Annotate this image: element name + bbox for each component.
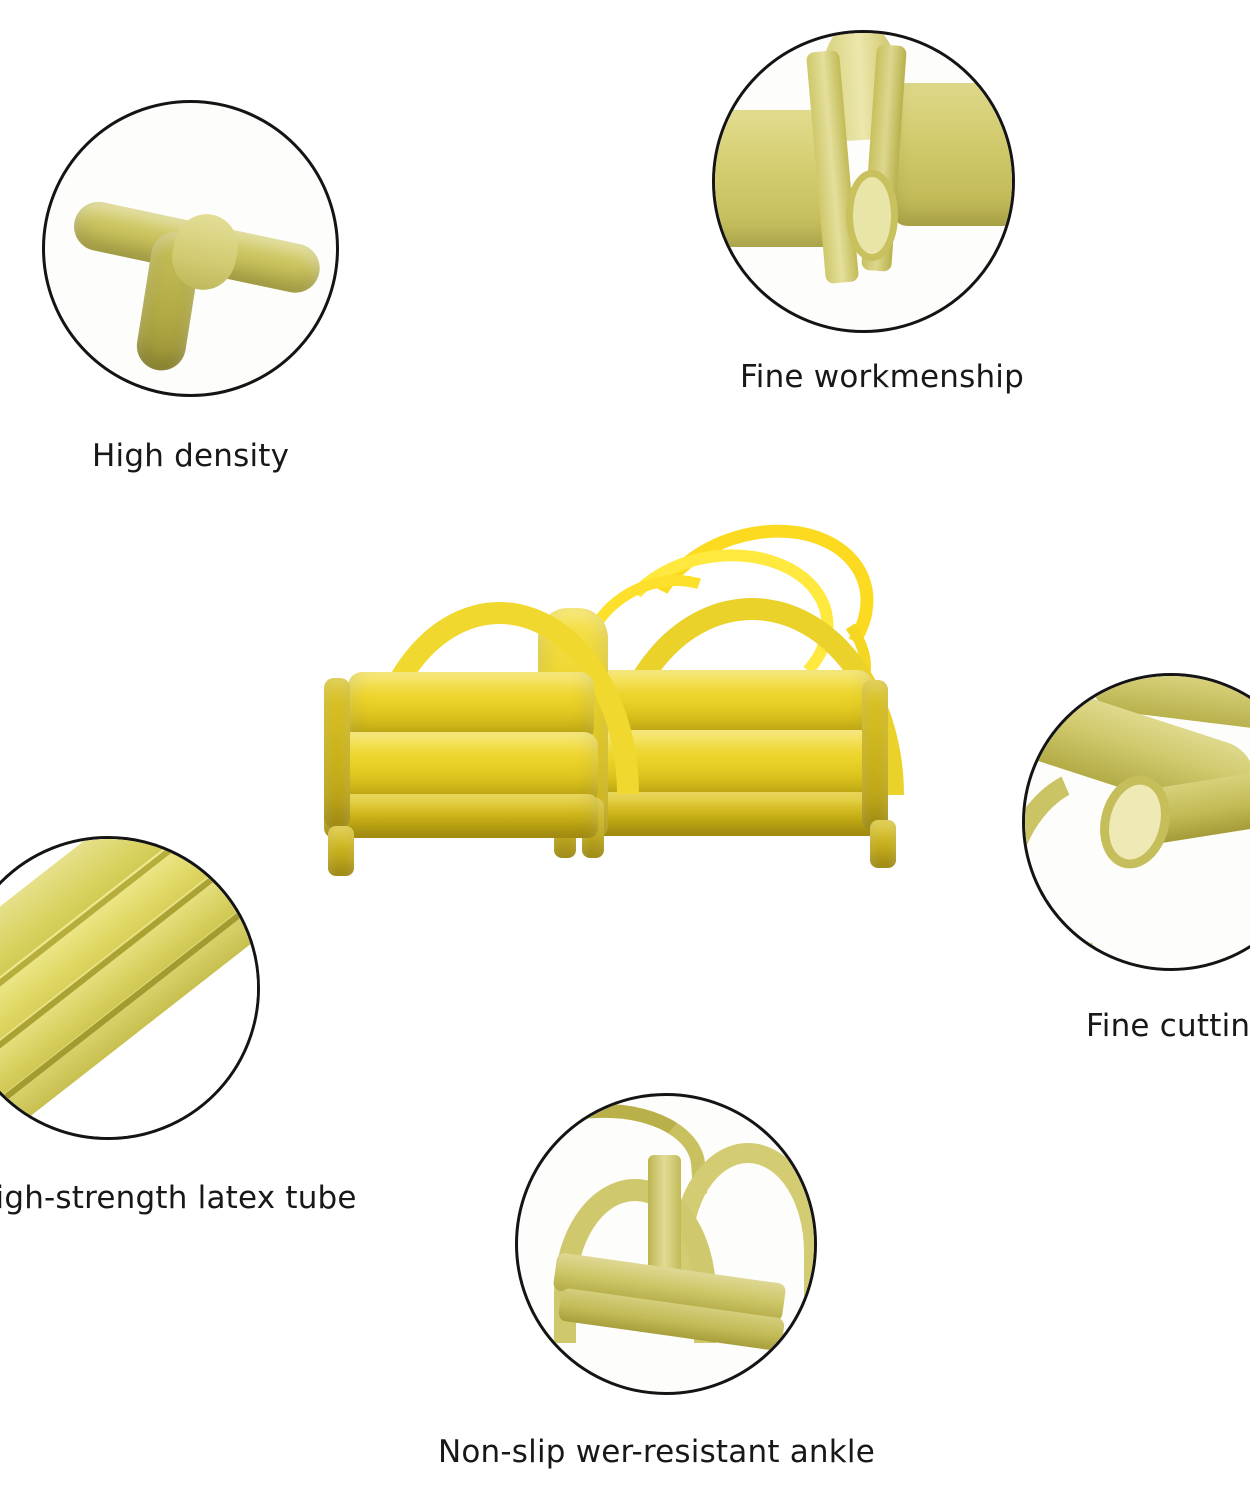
feature-circle-non-slip-ankle [515, 1093, 817, 1395]
feature-caption-high-strength-latex-tube: High-strength latex tube [0, 1180, 357, 1216]
feature-circle-fine-workmanship [712, 30, 1015, 333]
right-pedal-base-bar [568, 792, 886, 836]
feature-caption-non-slip-ankle: Non-slip wer-resistant ankle [438, 1434, 876, 1470]
pedal-joint-detail-icon [715, 33, 1012, 330]
feature-circle-high-density [42, 100, 339, 397]
feature-circle-high-strength-latex-tube [0, 836, 260, 1140]
right-pedal-foot-tab [870, 820, 896, 868]
feature-caption-fine-cutting: Fine cutting [1086, 1008, 1250, 1044]
foot-pedal-detail-icon [518, 1096, 814, 1392]
feature-caption-fine-workmanship: Fine workmenship [740, 359, 1024, 395]
latex-tube-detail-icon [0, 839, 257, 1137]
band-cut-detail-icon [1025, 676, 1250, 968]
left-pedal-foot-tab [328, 826, 354, 876]
left-pedal-base-bar [324, 794, 598, 838]
left-pedal-footplate [330, 732, 598, 804]
t-connector-detail-icon [45, 103, 336, 394]
feature-caption-high-density: High density [92, 438, 290, 474]
main-product-image [310, 495, 940, 900]
right-pedal-side-post [862, 680, 888, 830]
left-pedal-side-post [324, 678, 350, 828]
left-pedal-upper-bar [348, 672, 594, 742]
feature-circle-fine-cutting [1022, 673, 1250, 971]
